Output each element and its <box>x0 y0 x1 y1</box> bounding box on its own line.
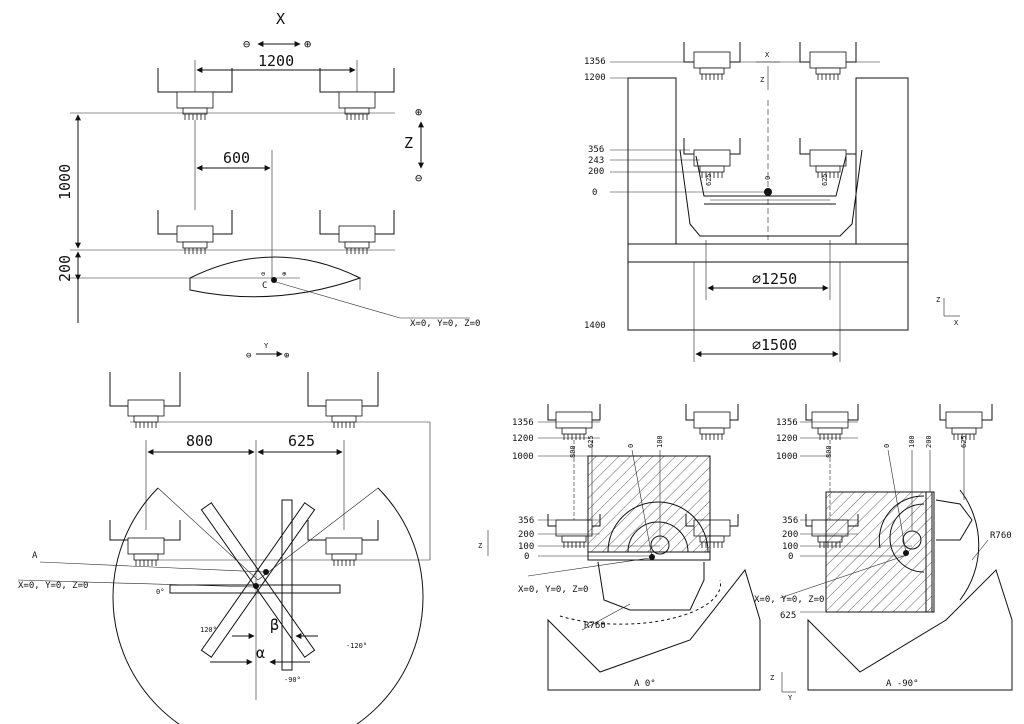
rot90-level-1200: 1200 <box>776 434 798 444</box>
side-level-0: 0 <box>592 188 597 198</box>
rot90-level-1000: 1000 <box>776 452 798 462</box>
top-alpha: α <box>256 644 265 662</box>
rot90-origin-label: X=0, Y=0, Z=0 <box>754 595 824 605</box>
rot0-axis-z: Z <box>478 542 482 550</box>
rot0-level-100: 100 <box>518 542 534 552</box>
side-dim-1500: ⌀1500 <box>752 336 797 354</box>
front-dim-200: 200 <box>56 255 74 282</box>
side-tilt-cradle <box>679 149 863 237</box>
top-dim-625: 625 <box>288 432 315 450</box>
top-label-a: A <box>32 551 38 561</box>
side-level-1356: 1356 <box>584 57 606 67</box>
rot0-vert-625: 625 <box>587 435 595 448</box>
rot0-view: 1356 1200 1000 356 200 100 0 800 625 0 1… <box>478 404 761 691</box>
front-dim-600: 600 <box>223 149 250 167</box>
top-spindle-bottom-left <box>127 537 165 567</box>
front-x-minus-icon: ⊖ <box>243 37 250 51</box>
side-spindle-top-left <box>693 51 731 81</box>
side-axis-x-corner: X <box>954 319 959 327</box>
rot90-level-100: 100 <box>782 542 798 552</box>
rot0-workpiece <box>587 455 711 553</box>
side-view: 1356 1200 356 243 200 0 1400 625 625 0 ⌀… <box>584 42 960 362</box>
top-view: ⊖ Y ⊕ 800 625 <box>17 342 431 724</box>
side-level-1200: 1200 <box>584 73 606 83</box>
top-workpiece-plates <box>169 499 341 671</box>
front-origin-label: X=0, Y=0, Z=0 <box>410 319 480 329</box>
side-axis-x-icon: X <box>765 51 770 59</box>
rot0-vert-800: 800 <box>569 445 577 458</box>
front-x-plus-icon: ⊕ <box>304 37 311 51</box>
rot0-base <box>547 568 761 691</box>
rot90-vert-100: 100 <box>908 435 916 448</box>
rot0-level-356: 356 <box>518 516 534 526</box>
front-dim-1200: 1200 <box>258 52 294 70</box>
rot90-level-1356: 1356 <box>776 418 798 428</box>
rot90-level-356: 356 <box>782 516 798 526</box>
rot90-vert-800: 800 <box>825 445 833 458</box>
top-beta: β <box>270 616 279 634</box>
rot90-spindle-top-left <box>811 411 849 441</box>
side-spindle-top-right <box>809 51 847 81</box>
rot0-origin-label: X=0, Y=0, Z=0 <box>518 585 588 595</box>
rot90-level-200: 200 <box>782 530 798 540</box>
rot90-vert-625: 625 <box>960 435 968 448</box>
rot90-axis-y: Y <box>788 694 793 702</box>
rot90-view: 1356 1200 1000 356 200 100 0 625 800 0 1… <box>754 404 1013 702</box>
top-origin-label: X=0, Y=0, Z=0 <box>18 581 88 591</box>
rot0-level-1000: 1000 <box>512 452 534 462</box>
top-y-plus-icon: ⊕ <box>284 351 289 361</box>
top-swing-circle <box>112 487 424 724</box>
rot0-radius: R760 <box>584 621 606 631</box>
front-spindle-top-right <box>338 91 376 121</box>
rot0-level-1200: 1200 <box>512 434 534 444</box>
top-axis-y-label: Y <box>264 342 269 350</box>
front-z-plus-icon: ⊕ <box>415 105 422 119</box>
top-spindle-bottom-right <box>325 537 363 567</box>
top-angle-m120: -120° <box>346 642 367 650</box>
front-spindle-top-left <box>176 91 214 121</box>
top-angle-m90: -90° <box>284 676 301 684</box>
side-level-243: 243 <box>588 156 604 166</box>
top-dim-800: 800 <box>186 432 213 450</box>
rot90-axis-z: Z <box>770 674 774 682</box>
top-angle-0: 0° <box>156 588 164 596</box>
side-tool-625-left: 625 <box>705 173 713 186</box>
rot0-vert-0: 0 <box>627 444 635 448</box>
side-level-1400: 1400 <box>584 321 606 331</box>
side-level-200: 200 <box>588 167 604 177</box>
top-spindle-top-left <box>127 399 165 429</box>
rot0-level-0: 0 <box>524 552 529 562</box>
rot90-caption: A -90° <box>886 679 919 689</box>
side-axis-z-corner: Z <box>936 296 940 304</box>
side-tool-625-right: 625 <box>821 173 829 186</box>
side-axis-z-icon: Z <box>760 76 764 84</box>
top-y-minus-icon: ⊖ <box>246 351 251 361</box>
side-dim-1250: ⌀1250 <box>752 270 797 288</box>
side-level-356: 356 <box>588 145 604 155</box>
rot0-vert-100: 100 <box>656 435 664 448</box>
rot90-level-0: 0 <box>788 552 793 562</box>
top-spindle-top-right <box>325 399 363 429</box>
rot90-vert-0: 0 <box>883 444 891 448</box>
rot90-workpiece <box>825 491 933 613</box>
rot90-vert-200: 200 <box>925 435 933 448</box>
front-view: X ⊖ ⊕ 1200 1000 200 600 <box>56 10 480 329</box>
rot0-level-200: 200 <box>518 530 534 540</box>
front-plus-small-icon: ⊕ <box>282 270 287 278</box>
rot0-caption: A 0° <box>634 679 656 689</box>
rot0-level-1356: 1356 <box>512 418 534 428</box>
front-axis-z-label: Z <box>404 134 413 152</box>
front-z-minus-icon: ⊖ <box>415 171 422 185</box>
rot90-level-625: 625 <box>780 611 796 621</box>
front-minus-small-icon: ⊖ <box>261 270 265 278</box>
rot90-radius: R760 <box>990 531 1012 541</box>
front-center-c: C <box>262 281 267 291</box>
front-axis-x-label: X <box>276 10 285 28</box>
front-dim-1000: 1000 <box>56 164 74 200</box>
rot90-base <box>807 569 1013 691</box>
front-rotary-table <box>189 256 362 298</box>
top-angle-120: 120° <box>200 626 217 634</box>
rot0-spindle-top-right <box>693 411 731 441</box>
